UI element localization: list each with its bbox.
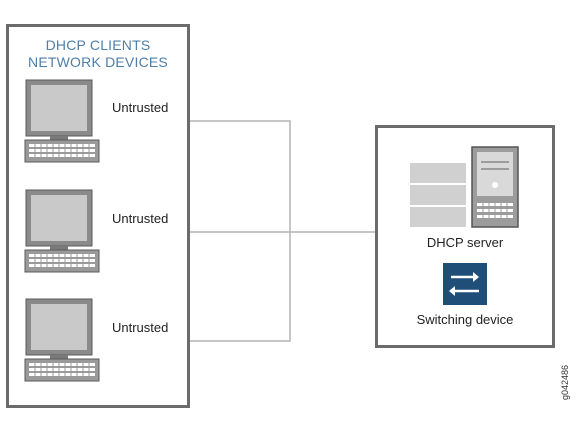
client-3-trust-label: Untrusted <box>112 320 169 335</box>
server-icon <box>410 146 519 228</box>
switching-device-label: Switching device <box>416 312 514 327</box>
clients-group-title-line2: NETWORK DEVICES <box>28 54 168 70</box>
computer-icon <box>22 188 102 278</box>
figure-id: g042486 <box>560 364 570 400</box>
client-1-trust-label: Untrusted <box>112 100 169 115</box>
client-2-trust-label: Untrusted <box>112 211 169 226</box>
computer-icon <box>22 297 102 387</box>
clients-group-title-line1: DHCP CLIENTS <box>45 37 151 53</box>
computer-icon <box>22 78 102 168</box>
switch-icon <box>443 263 487 305</box>
dhcp-server-label: DHCP server <box>426 235 504 250</box>
server-group-box <box>375 125 555 348</box>
